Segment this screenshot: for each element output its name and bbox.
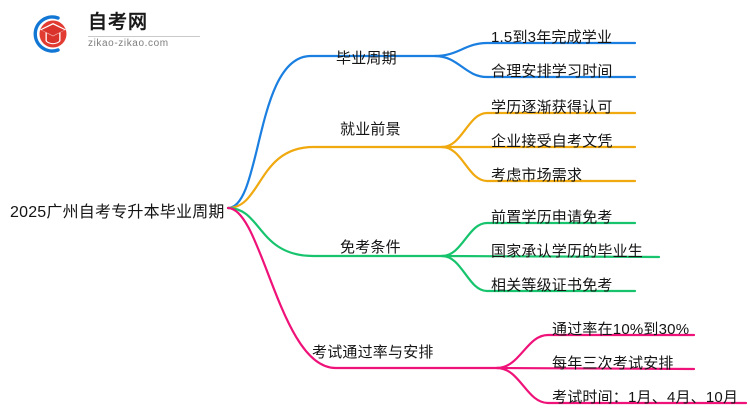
connector-path xyxy=(495,366,696,371)
connector-path xyxy=(226,145,444,210)
leaf-node-label-4-1[interactable]: 通过率在10%到30% xyxy=(552,321,690,338)
connector-path xyxy=(226,54,437,210)
leaf-node-label-3-1[interactable]: 前置学历申请免考 xyxy=(491,209,613,226)
graduation-cap-circle-icon xyxy=(33,15,67,53)
connector-path xyxy=(440,145,637,183)
connector-path xyxy=(440,221,637,258)
logo-title: 自考网 xyxy=(88,12,149,33)
logo-text-block: 自考网 zikao-zikao.com xyxy=(88,12,208,50)
leaf-node-label-1-2[interactable]: 合理安排学习时间 xyxy=(491,63,613,80)
leaf-node-label-3-2[interactable]: 国家承认学历的毕业生 xyxy=(491,243,644,260)
branch-node-label-1[interactable]: 毕业周期 xyxy=(336,50,397,67)
leaf-node-label-2-1[interactable]: 学历逐渐获得认可 xyxy=(491,99,613,116)
branch-node-label-2[interactable]: 就业前景 xyxy=(340,121,401,138)
connector-path xyxy=(440,111,637,149)
leaf-node-label-3-3[interactable]: 相关等级证书免考 xyxy=(491,277,613,294)
branch-node-label-3[interactable]: 免考条件 xyxy=(340,239,401,256)
connector-path xyxy=(433,54,637,79)
leaf-node-label-4-3[interactable]: 考试时间：1月、4月、10月 xyxy=(552,389,739,406)
leaf-node-label-4-2[interactable]: 每年三次考试安排 xyxy=(552,355,674,372)
connector-path xyxy=(495,366,748,405)
logo-divider xyxy=(88,36,200,37)
root-node-label[interactable]: 2025广州自考专升本毕业周期 xyxy=(10,204,225,221)
connector-path xyxy=(440,254,637,293)
branch-node-label-4[interactable]: 考试通过率与安排 xyxy=(312,344,434,361)
connector-path xyxy=(226,206,499,370)
logo-domain: zikao-zikao.com xyxy=(88,38,169,49)
connector-path xyxy=(226,206,444,258)
leaf-node-label-2-2[interactable]: 企业接受自考文凭 xyxy=(491,133,613,150)
connector-path xyxy=(495,333,696,370)
leaf-node-label-2-3[interactable]: 考虑市场需求 xyxy=(491,167,583,184)
site-logo[interactable]: 自考网 zikao-zikao.com xyxy=(28,10,208,58)
connector-path xyxy=(440,254,661,259)
leaf-node-label-1-1[interactable]: 1.5到3年完成学业 xyxy=(491,29,613,46)
